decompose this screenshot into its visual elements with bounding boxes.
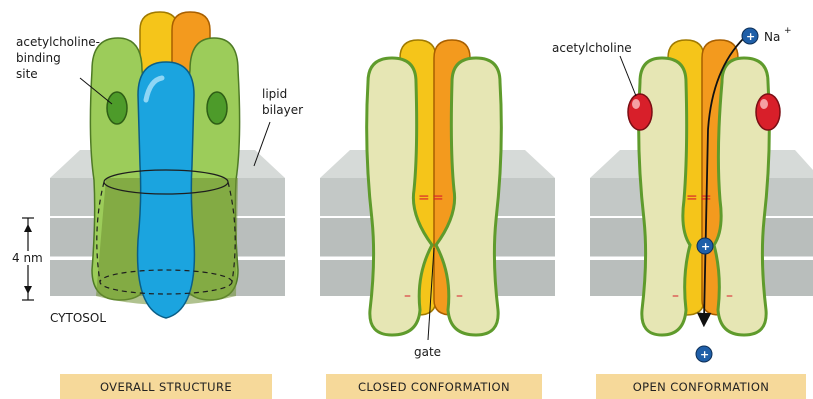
charge-upper: = <box>418 190 430 206</box>
binding-site-left <box>107 92 127 124</box>
caption-closed-text: CLOSED CONFORMATION <box>358 380 510 394</box>
acetylcholine-pointer <box>620 56 636 96</box>
charge-upper: = <box>686 190 698 206</box>
binding-site-label-line3: site <box>16 67 38 81</box>
caption-closed: CLOSED CONFORMATION <box>326 374 542 399</box>
svg-text:+: + <box>700 348 709 361</box>
sodium-ion-top: + <box>742 28 758 44</box>
charge-lower-2: – <box>726 288 733 304</box>
binding-site-right <box>207 92 227 124</box>
panel-closed-conformation: = = – – gate <box>320 40 555 359</box>
charge-lower-2: – <box>456 288 463 304</box>
charge-lower: – <box>672 288 679 304</box>
svg-text:+: + <box>746 30 755 43</box>
acetylcholine-left <box>628 94 652 130</box>
caption-open: OPEN CONFORMATION <box>596 374 806 399</box>
ion-label: Na <box>764 30 780 44</box>
lipid-label-line2: bilayer <box>262 103 303 117</box>
sodium-ion-bottom: + <box>696 346 712 362</box>
caption-overall-text: OVERALL STRUCTURE <box>100 380 232 394</box>
caption-open-text: OPEN CONFORMATION <box>633 380 770 394</box>
cytosol-label: CYTOSOL <box>50 311 106 325</box>
scale-label: 4 nm <box>12 251 43 265</box>
acetylcholine-label: acetylcholine <box>552 41 632 55</box>
ion-label-charge: + <box>784 26 792 36</box>
acetylcholine-right <box>756 94 780 130</box>
caption-overall: OVERALL STRUCTURE <box>60 374 272 399</box>
binding-site-label-line2: binding <box>16 51 61 65</box>
gate-label: gate <box>414 345 441 359</box>
panel-overall-structure: 4 nm acetylcholine- binding site lipid b… <box>12 12 303 325</box>
charge-lower: – <box>404 288 411 304</box>
svg-text:+: + <box>701 240 710 253</box>
lipid-label-line1: lipid <box>262 87 287 101</box>
sodium-ion-middle: + <box>697 238 713 254</box>
panel-open-conformation: acetylcholine = = – – + + + Na + <box>552 26 813 362</box>
binding-site-label-line1: acetylcholine- <box>16 35 100 49</box>
charge-upper-2: = <box>432 190 444 206</box>
